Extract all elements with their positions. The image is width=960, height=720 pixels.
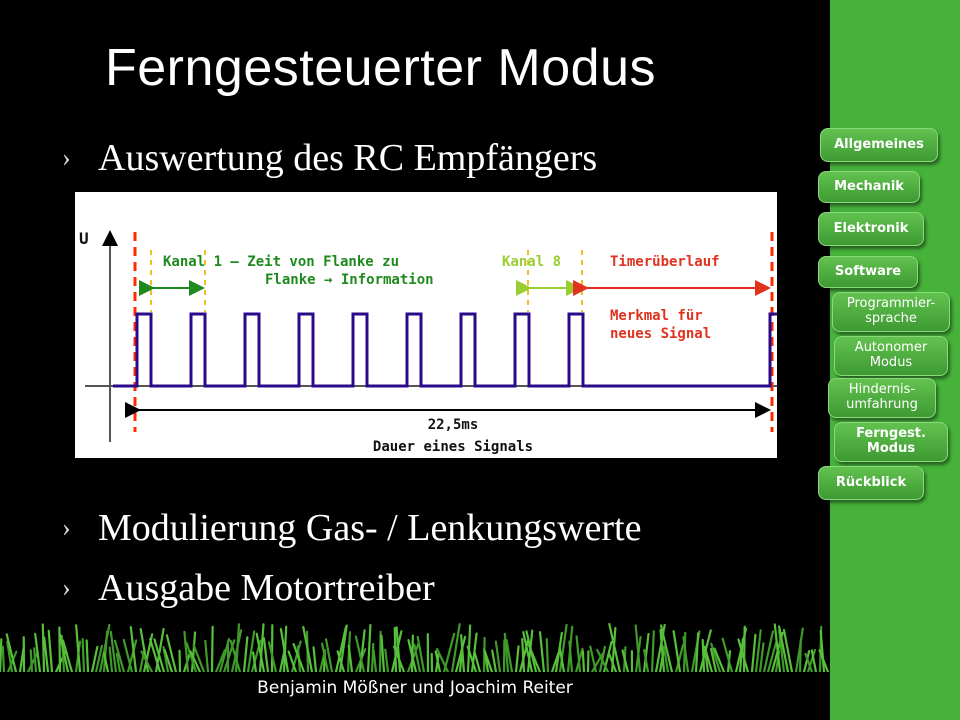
bullet-text: Auswertung des RC Empfängers bbox=[98, 137, 598, 179]
bullet-marker: › bbox=[62, 513, 71, 542]
bullet-text: Modulierung Gas- / Lenkungswerte bbox=[98, 507, 642, 549]
bullet-modulation: › Modulierung Gas- / Lenkungswerte bbox=[62, 506, 642, 550]
feature-label-line2: neues Signal bbox=[610, 326, 711, 342]
nav-autonomer-modus[interactable]: Autonomer Modus bbox=[834, 336, 948, 376]
voltage-label: U bbox=[79, 229, 89, 248]
channel1-label-line2: Flanke → Information bbox=[265, 272, 434, 288]
nav-allgemeines[interactable]: Allgemeines bbox=[820, 128, 938, 162]
sidebar-navigation: Allgemeines Mechanik Elektronik Software… bbox=[818, 0, 960, 720]
pulse-train bbox=[113, 312, 777, 388]
nav-programmiersprache[interactable]: Programmier- sprache bbox=[832, 292, 950, 332]
nav-elektronik[interactable]: Elektronik bbox=[818, 212, 924, 246]
bullet-text: Ausgabe Motortreiber bbox=[98, 567, 435, 609]
duration-caption: Dauer eines Signals bbox=[373, 439, 533, 455]
rc-signal-diagram: U Kanal 1 – Zeit von Flanke zu Flanke → … bbox=[75, 192, 777, 458]
channel1-label-line1: Kanal 1 – Zeit von Flanke zu bbox=[163, 254, 399, 270]
nav-ferngest-modus[interactable]: Ferngest. Modus bbox=[834, 422, 948, 462]
footer-authors: Benjamin Mößner und Joachim Reiter bbox=[257, 678, 573, 698]
slide-title: Ferngesteuerter Modus bbox=[105, 39, 656, 97]
nav-hindernisumfahrung[interactable]: Hindernis- umfahrung bbox=[828, 378, 936, 418]
bullet-rc-receiver: › Auswertung des RC Empfängers bbox=[62, 136, 597, 180]
nav-rueckblick[interactable]: Rückblick bbox=[818, 466, 924, 500]
bullet-marker: › bbox=[62, 143, 71, 172]
nav-mechanik[interactable]: Mechanik bbox=[818, 171, 920, 203]
grass-decoration bbox=[0, 622, 830, 672]
feature-label-line1: Merkmal für bbox=[610, 308, 703, 324]
overflow-label: Timerüberlauf bbox=[610, 254, 720, 270]
slide: Ferngesteuerter Modus › Auswertung des RC… bbox=[0, 39, 830, 698]
bullet-motor-driver: › Ausgabe Motortreiber bbox=[62, 566, 435, 610]
duration-label: 22,5ms bbox=[428, 417, 479, 433]
bullet-marker: › bbox=[62, 573, 71, 602]
nav-software[interactable]: Software bbox=[818, 256, 918, 288]
channel8-label: Kanal 8 bbox=[502, 254, 561, 270]
